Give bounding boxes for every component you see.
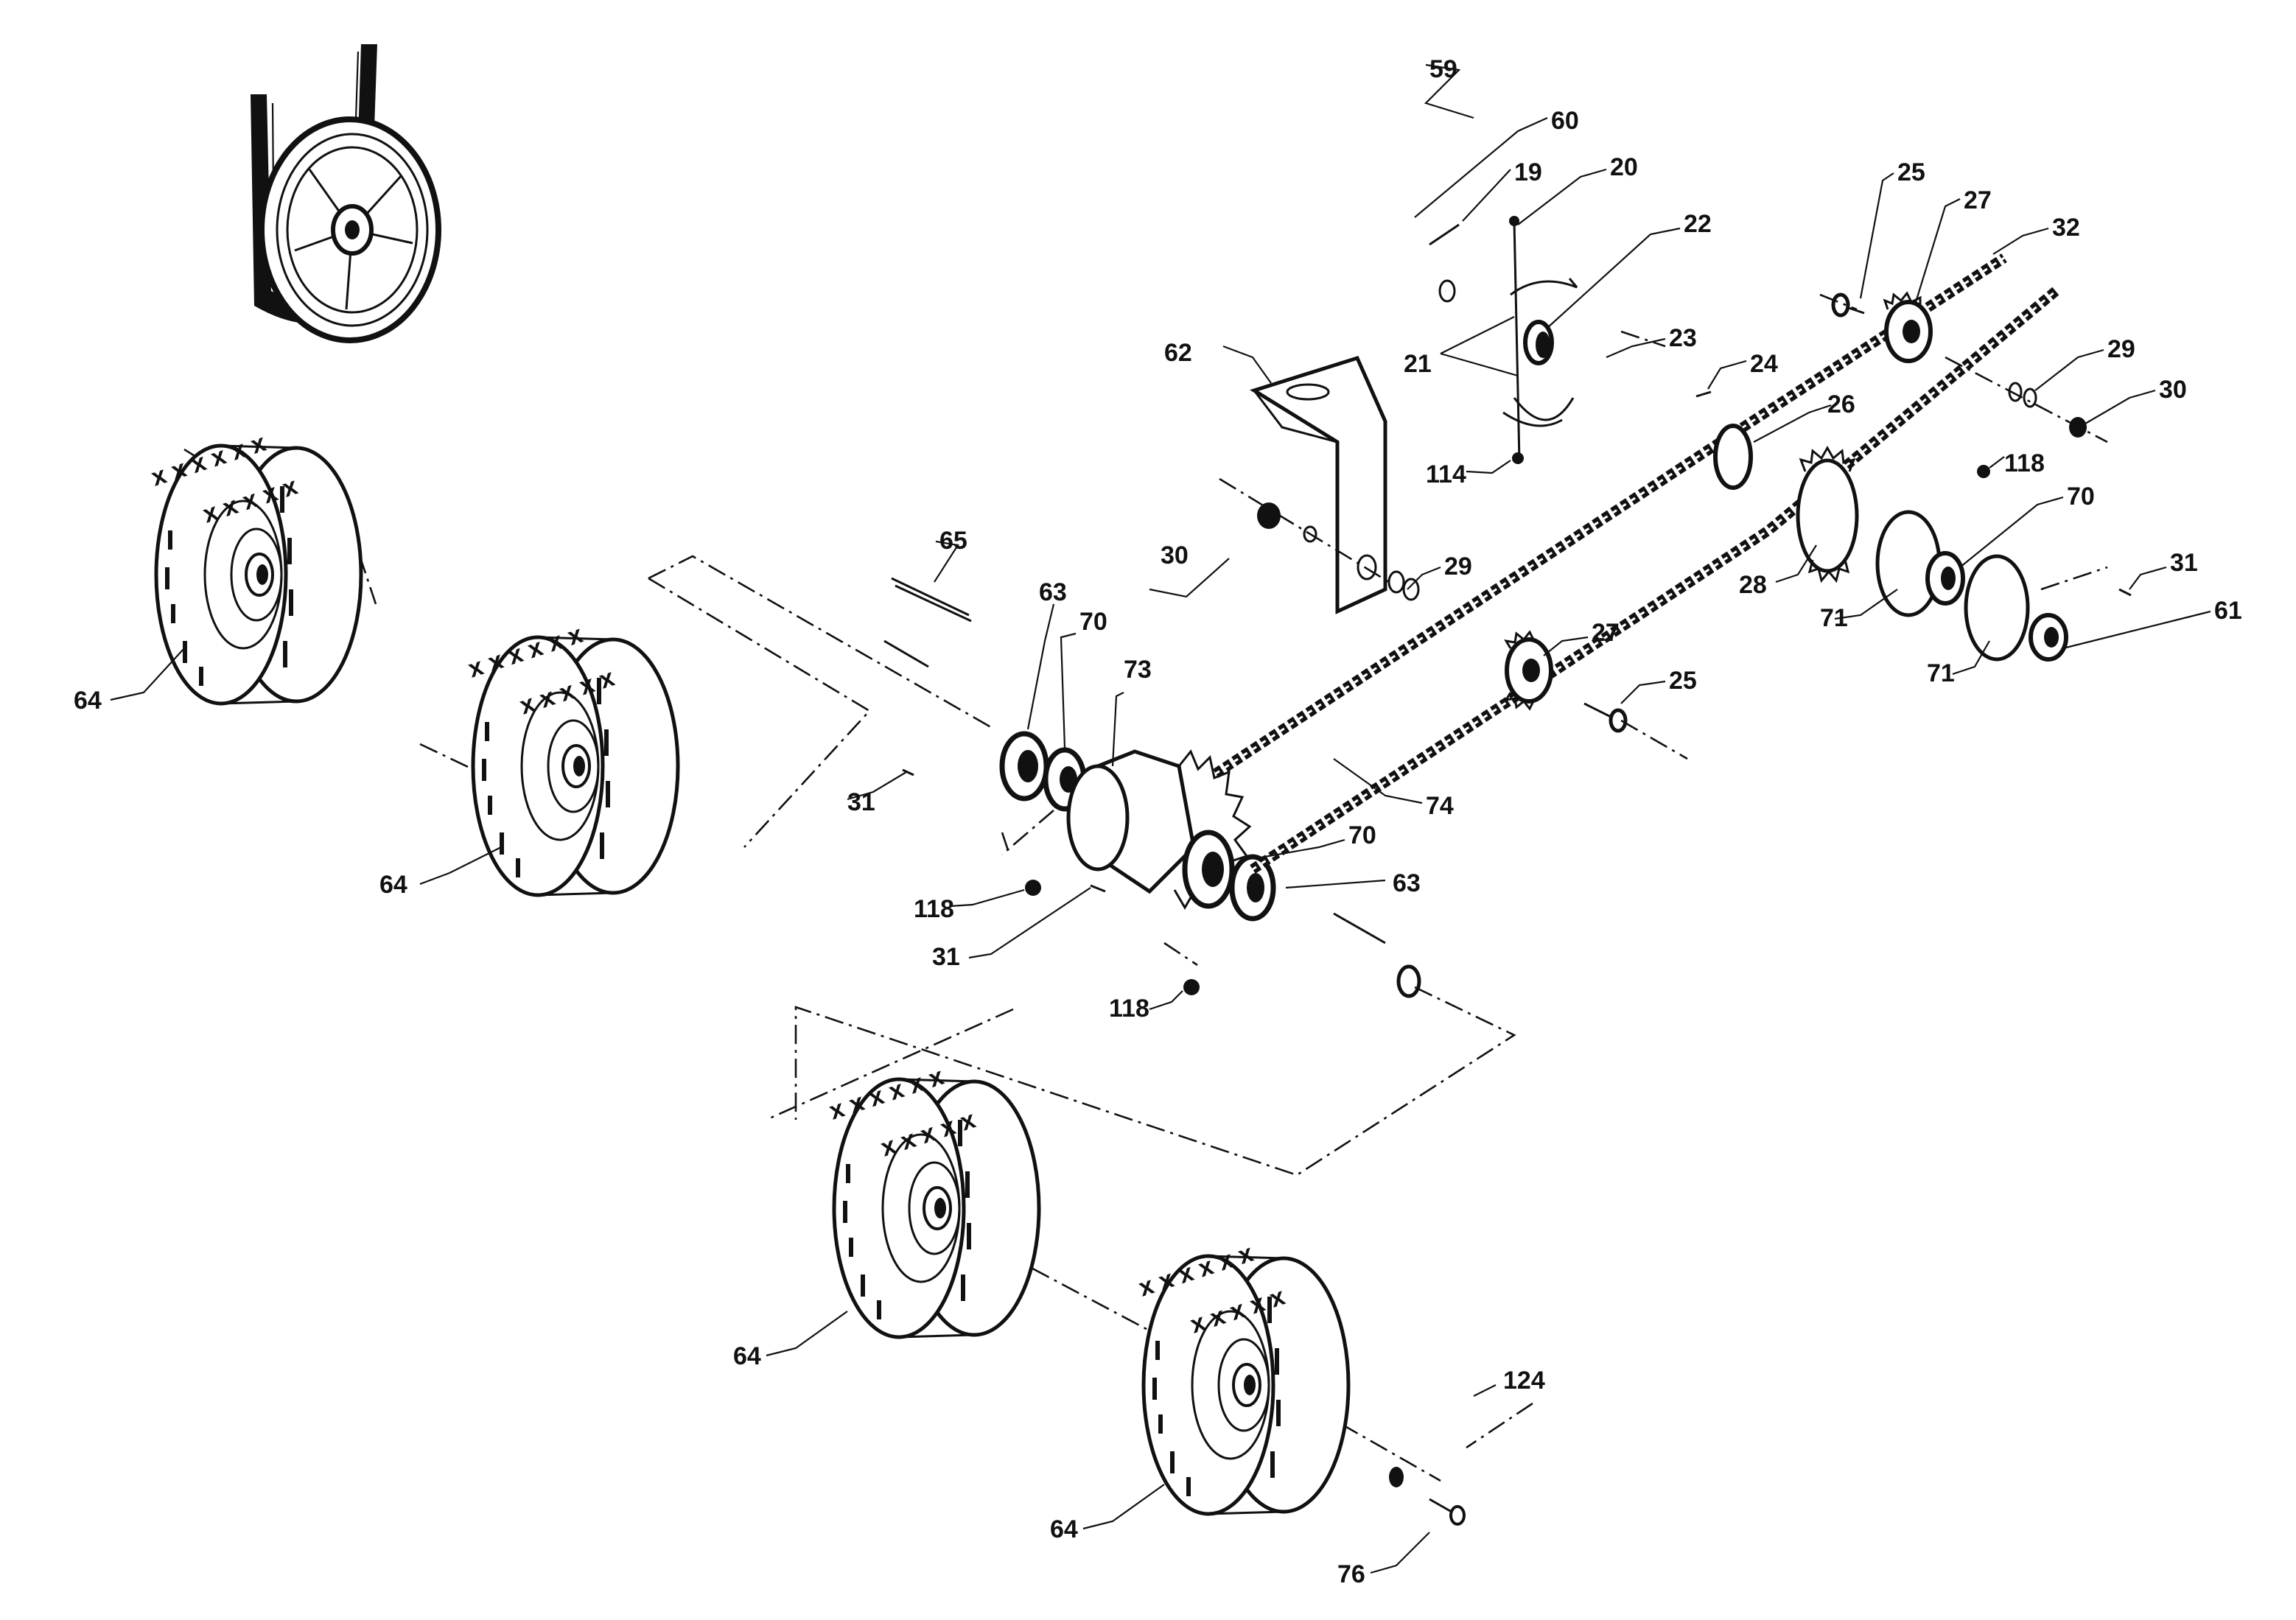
label-30-left: 30 (1161, 541, 1189, 569)
label-28: 28 (1739, 571, 1767, 599)
label-71-a: 71 (1820, 604, 1848, 632)
label-29-right: 29 (2107, 335, 2135, 363)
label-64-c: 64 (733, 1342, 761, 1370)
callout-labels: 59 60 19 20 22 21 23 24 114 62 30 29 65 … (74, 55, 2242, 1588)
label-60: 60 (1551, 107, 1579, 135)
label-24: 24 (1750, 350, 1778, 378)
label-63-right: 63 (1393, 869, 1421, 897)
label-62: 62 (1164, 339, 1192, 367)
label-76: 76 (1337, 1560, 1365, 1588)
label-23: 23 (1669, 324, 1697, 352)
label-25-lower: 25 (1669, 667, 1697, 695)
label-25-upper: 25 (1897, 158, 1925, 186)
label-70-left: 70 (1079, 608, 1107, 636)
label-73: 73 (1124, 656, 1152, 684)
label-59: 59 (1429, 55, 1457, 83)
bracket (1250, 355, 1387, 614)
right-shaft (1257, 291, 2132, 733)
label-65: 65 (939, 527, 967, 555)
tire-lower-center: x x x x x x x x x x x (826, 1062, 1039, 1337)
tire-middle-left: x x x x x x x x x x x (465, 620, 678, 895)
label-118-left: 118 (914, 895, 954, 923)
label-74: 74 (1426, 792, 1454, 820)
label-71-b: 71 (1927, 659, 1955, 687)
label-64-d: 64 (1050, 1515, 1078, 1543)
label-64-a: 64 (74, 687, 102, 715)
label-118-right: 118 (2004, 449, 2045, 477)
upper-shaft (1429, 216, 1736, 464)
label-32: 32 (2052, 214, 2080, 242)
label-27-upper: 27 (1964, 186, 1992, 214)
tire-lower-right: x x x x x x x x x x x (1135, 1239, 1348, 1514)
label-118-lower: 118 (1109, 995, 1149, 1023)
label-22: 22 (1684, 210, 1712, 238)
tire-upper-left: x x x x x x x x x x x (148, 429, 361, 704)
label-27-lower: 27 (1592, 619, 1620, 647)
leader-lines (110, 63, 2211, 1574)
label-26: 26 (1827, 390, 1855, 418)
label-21: 21 (1404, 350, 1432, 378)
label-124: 124 (1503, 1367, 1545, 1395)
label-70-right: 70 (1348, 821, 1376, 849)
label-30-right: 30 (2159, 376, 2187, 404)
label-29-left: 29 (1444, 553, 1472, 581)
label-70-far-right: 70 (2067, 483, 2095, 511)
label-31-mid: 31 (932, 943, 960, 971)
label-19: 19 (1514, 158, 1542, 186)
label-31-left: 31 (847, 788, 875, 816)
label-63-left: 63 (1039, 578, 1067, 606)
label-20: 20 (1610, 153, 1638, 181)
label-61: 61 (2214, 597, 2242, 625)
label-31-right: 31 (2170, 549, 2198, 577)
label-114: 114 (1426, 460, 1466, 488)
axle-washer-and-bolt (1389, 1467, 1466, 1526)
label-64-b: 64 (379, 871, 407, 899)
belt-and-pulley (251, 44, 441, 343)
main-axle (841, 577, 1421, 998)
